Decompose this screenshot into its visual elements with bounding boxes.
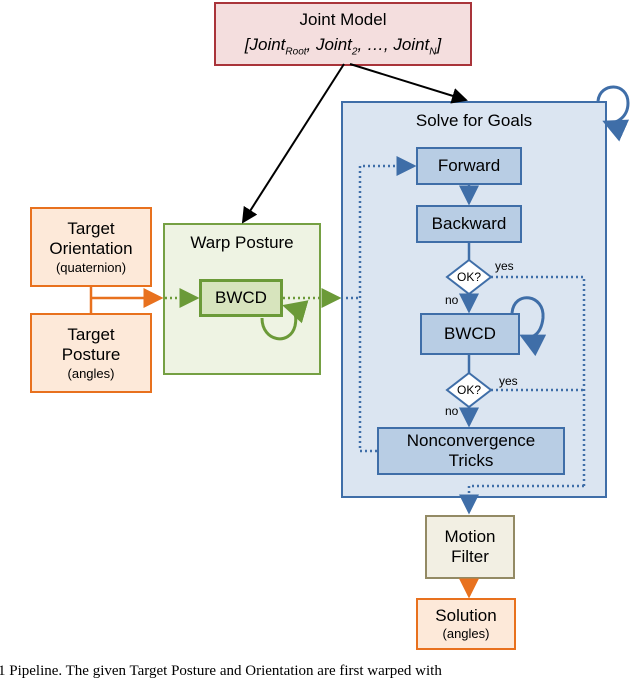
no-label-2: no (445, 404, 459, 418)
target-orientation-line2: Orientation (49, 239, 133, 259)
joint-model-list: [JointRoot, Joint2, …, JointN] (244, 34, 442, 57)
figure-caption: 1 Pipeline. The given Target Posture and… (0, 663, 442, 679)
yes-label-1: yes (495, 259, 514, 273)
nonconvergence-box: Nonconvergence Tricks (377, 427, 565, 475)
check-1-label: OK? (456, 270, 481, 284)
solution-title: Solution (435, 606, 497, 625)
warp-posture-title: Warp Posture (190, 233, 294, 252)
motion-filter-line2: Filter (451, 547, 489, 566)
bwcd-self-loop (510, 296, 547, 357)
backward-box: Backward (416, 205, 522, 243)
motion-filter-line1: Motion (444, 526, 496, 546)
target-posture-line1: Target (67, 324, 115, 344)
joint-to-solve-arrow (349, 63, 468, 104)
target-posture-line2: Posture (61, 345, 121, 365)
joint-to-warp-arrow (241, 63, 345, 224)
target-orientation-box: Target Orientation (quaternion) (30, 207, 152, 287)
joint-model-box: Joint Model [JointRoot, Joint2, …, Joint… (214, 2, 472, 66)
solve-for-goals-title: Solve for Goals (415, 111, 533, 130)
solution-box: Solution (angles) (416, 598, 516, 650)
warp-bwcd-self-loop (260, 300, 309, 341)
forward-box: Forward (416, 147, 522, 185)
solve-self-loop (596, 85, 630, 142)
no-label-1: no (445, 293, 459, 307)
target-posture-sub: (angles) (67, 365, 115, 381)
loop-back-path (358, 156, 417, 453)
converge-to-filter-path (459, 484, 584, 515)
solution-sub: (angles) (442, 626, 490, 642)
yes-label-2: yes (499, 374, 518, 388)
target-orientation-sub: (quaternion) (55, 259, 127, 275)
motion-filter-box: Motion Filter (425, 515, 515, 579)
check-2-label: OK? (456, 383, 481, 397)
nonconvergence-line2: Tricks (448, 451, 494, 470)
target-posture-box: Target Posture (angles) (30, 313, 152, 393)
warp-bwcd-box: BWCD (199, 279, 283, 317)
joint-model-title: Joint Model (299, 10, 387, 30)
nonconvergence-line1: Nonconvergence (406, 430, 536, 450)
bwcd-solve-box: BWCD (420, 313, 520, 355)
yes-path-1 (491, 275, 586, 486)
target-orientation-line1: Target (67, 218, 115, 238)
